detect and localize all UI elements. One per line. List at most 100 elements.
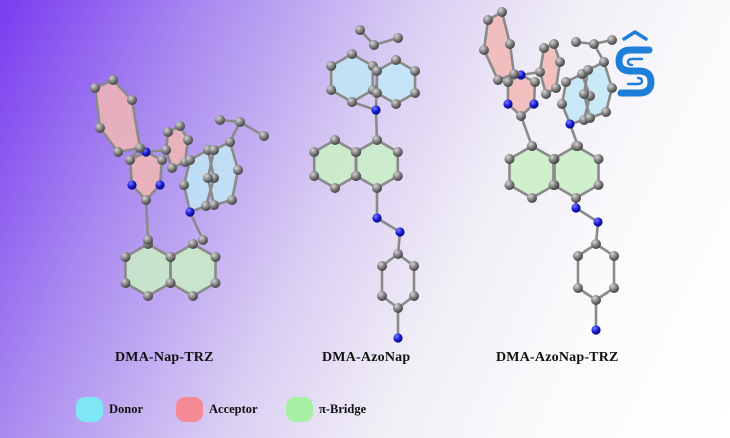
carbon-atom (561, 77, 571, 87)
carbon-atom (504, 180, 515, 190)
carbon-atom (125, 155, 135, 165)
carbon-atom (157, 155, 167, 165)
carbon-atom (393, 33, 403, 43)
nitrogen-atom (503, 99, 513, 109)
carbon-atom (143, 291, 153, 301)
carbon-atom (509, 69, 519, 79)
donor-ring (584, 62, 612, 118)
carbon-atom (599, 57, 609, 67)
carbon-atom (371, 66, 382, 76)
carbon-atom (409, 291, 419, 301)
nitrogen-atom (591, 325, 601, 335)
carbon-atom (347, 97, 357, 107)
carbon-atom (209, 145, 219, 155)
carbon-atom (539, 43, 549, 53)
carbon-atom (535, 67, 545, 77)
nitrogen-atom (571, 203, 581, 213)
nitrogen-atom (593, 217, 603, 227)
carbon-atom (571, 193, 581, 203)
legend-pi-bridge-label: π-Bridge (319, 402, 367, 416)
carbon-atom (330, 183, 340, 193)
carbon-atom (591, 239, 601, 249)
carbon-atom (410, 66, 421, 76)
s-chevron-logo-icon (615, 30, 655, 97)
donor-ring (331, 54, 373, 102)
carbon-atom (355, 25, 365, 35)
carbon-atom (583, 65, 593, 75)
carbon-atom (309, 147, 320, 157)
carbon-atom (135, 143, 145, 153)
carbon-atom (392, 147, 403, 157)
carbon-atom (573, 141, 583, 151)
carbon-atom (351, 171, 362, 181)
carbon-atom (215, 115, 225, 125)
carbon-atom (143, 235, 153, 245)
carbon-atom (183, 135, 193, 145)
carbon-atom (585, 113, 595, 123)
carbon-atom (527, 193, 537, 203)
legend-pi-bridge-swatch (286, 397, 313, 422)
carbon-atom (259, 131, 269, 141)
nitrogen-atom (395, 227, 405, 237)
carbon-atom (541, 89, 551, 99)
carbon-atom (167, 163, 177, 173)
donor-ring (376, 60, 416, 104)
carbon-atom (527, 141, 537, 151)
carbon-atom (609, 283, 619, 293)
carbon-atom (593, 180, 604, 190)
carbon-atom (607, 35, 617, 45)
pi-bridge-ring (170, 244, 216, 296)
carbon-atom (120, 278, 131, 288)
carbon-atom (233, 165, 243, 175)
carbon-atom (571, 37, 581, 47)
acceptor-ring (95, 80, 140, 152)
carbon-atom (516, 111, 526, 121)
carbon-atom (165, 252, 176, 262)
nitrogen-atom (393, 333, 403, 343)
carbon-atom (393, 303, 403, 313)
carbon-atom (555, 57, 565, 67)
carbon-atom (410, 88, 421, 98)
legend-donor-swatch (76, 397, 103, 422)
donor-ring (208, 142, 238, 205)
carbon-atom (209, 200, 219, 210)
carbon-atom (227, 195, 237, 205)
carbon-atom (530, 77, 540, 87)
carbon-atom (165, 278, 176, 288)
carbon-atom (393, 249, 403, 259)
nitrogen-atom (127, 180, 137, 190)
carbon-atom (371, 88, 382, 98)
acceptor-ring (130, 152, 162, 200)
carbon-atom (179, 180, 189, 190)
carbon-atom (108, 75, 118, 85)
carbon-atom (497, 7, 507, 17)
carbon-atom (505, 39, 515, 49)
carbon-atom (573, 251, 583, 261)
nitrogen-atom (185, 207, 195, 217)
acceptor-ring (508, 75, 535, 116)
legend-donor: Donor (76, 397, 143, 422)
carbon-atom (593, 154, 604, 164)
carbon-atom (161, 145, 171, 155)
carbon-atom (351, 147, 362, 157)
carbon-atom (203, 173, 213, 183)
carbon-atom (377, 291, 387, 301)
nitrogen-atom (529, 99, 539, 109)
carbon-atom (579, 89, 589, 99)
carbon-atom (548, 154, 559, 164)
carbon-atom (198, 235, 208, 245)
legend-acceptor-label: Acceptor (209, 402, 258, 416)
carbon-atom (503, 77, 513, 87)
carbon-atom (163, 127, 173, 137)
legend-pi-bridge: π-Bridge (286, 397, 366, 422)
carbon-atom (483, 15, 493, 25)
carbon-atom (326, 61, 337, 71)
carbon-atom (326, 85, 337, 95)
carbon-atom (391, 99, 401, 109)
carbon-atom (607, 83, 617, 93)
carbon-atom (141, 195, 151, 205)
acceptor-ring (540, 44, 560, 94)
carbon-atom (235, 117, 245, 127)
carbon-atom (113, 147, 123, 157)
